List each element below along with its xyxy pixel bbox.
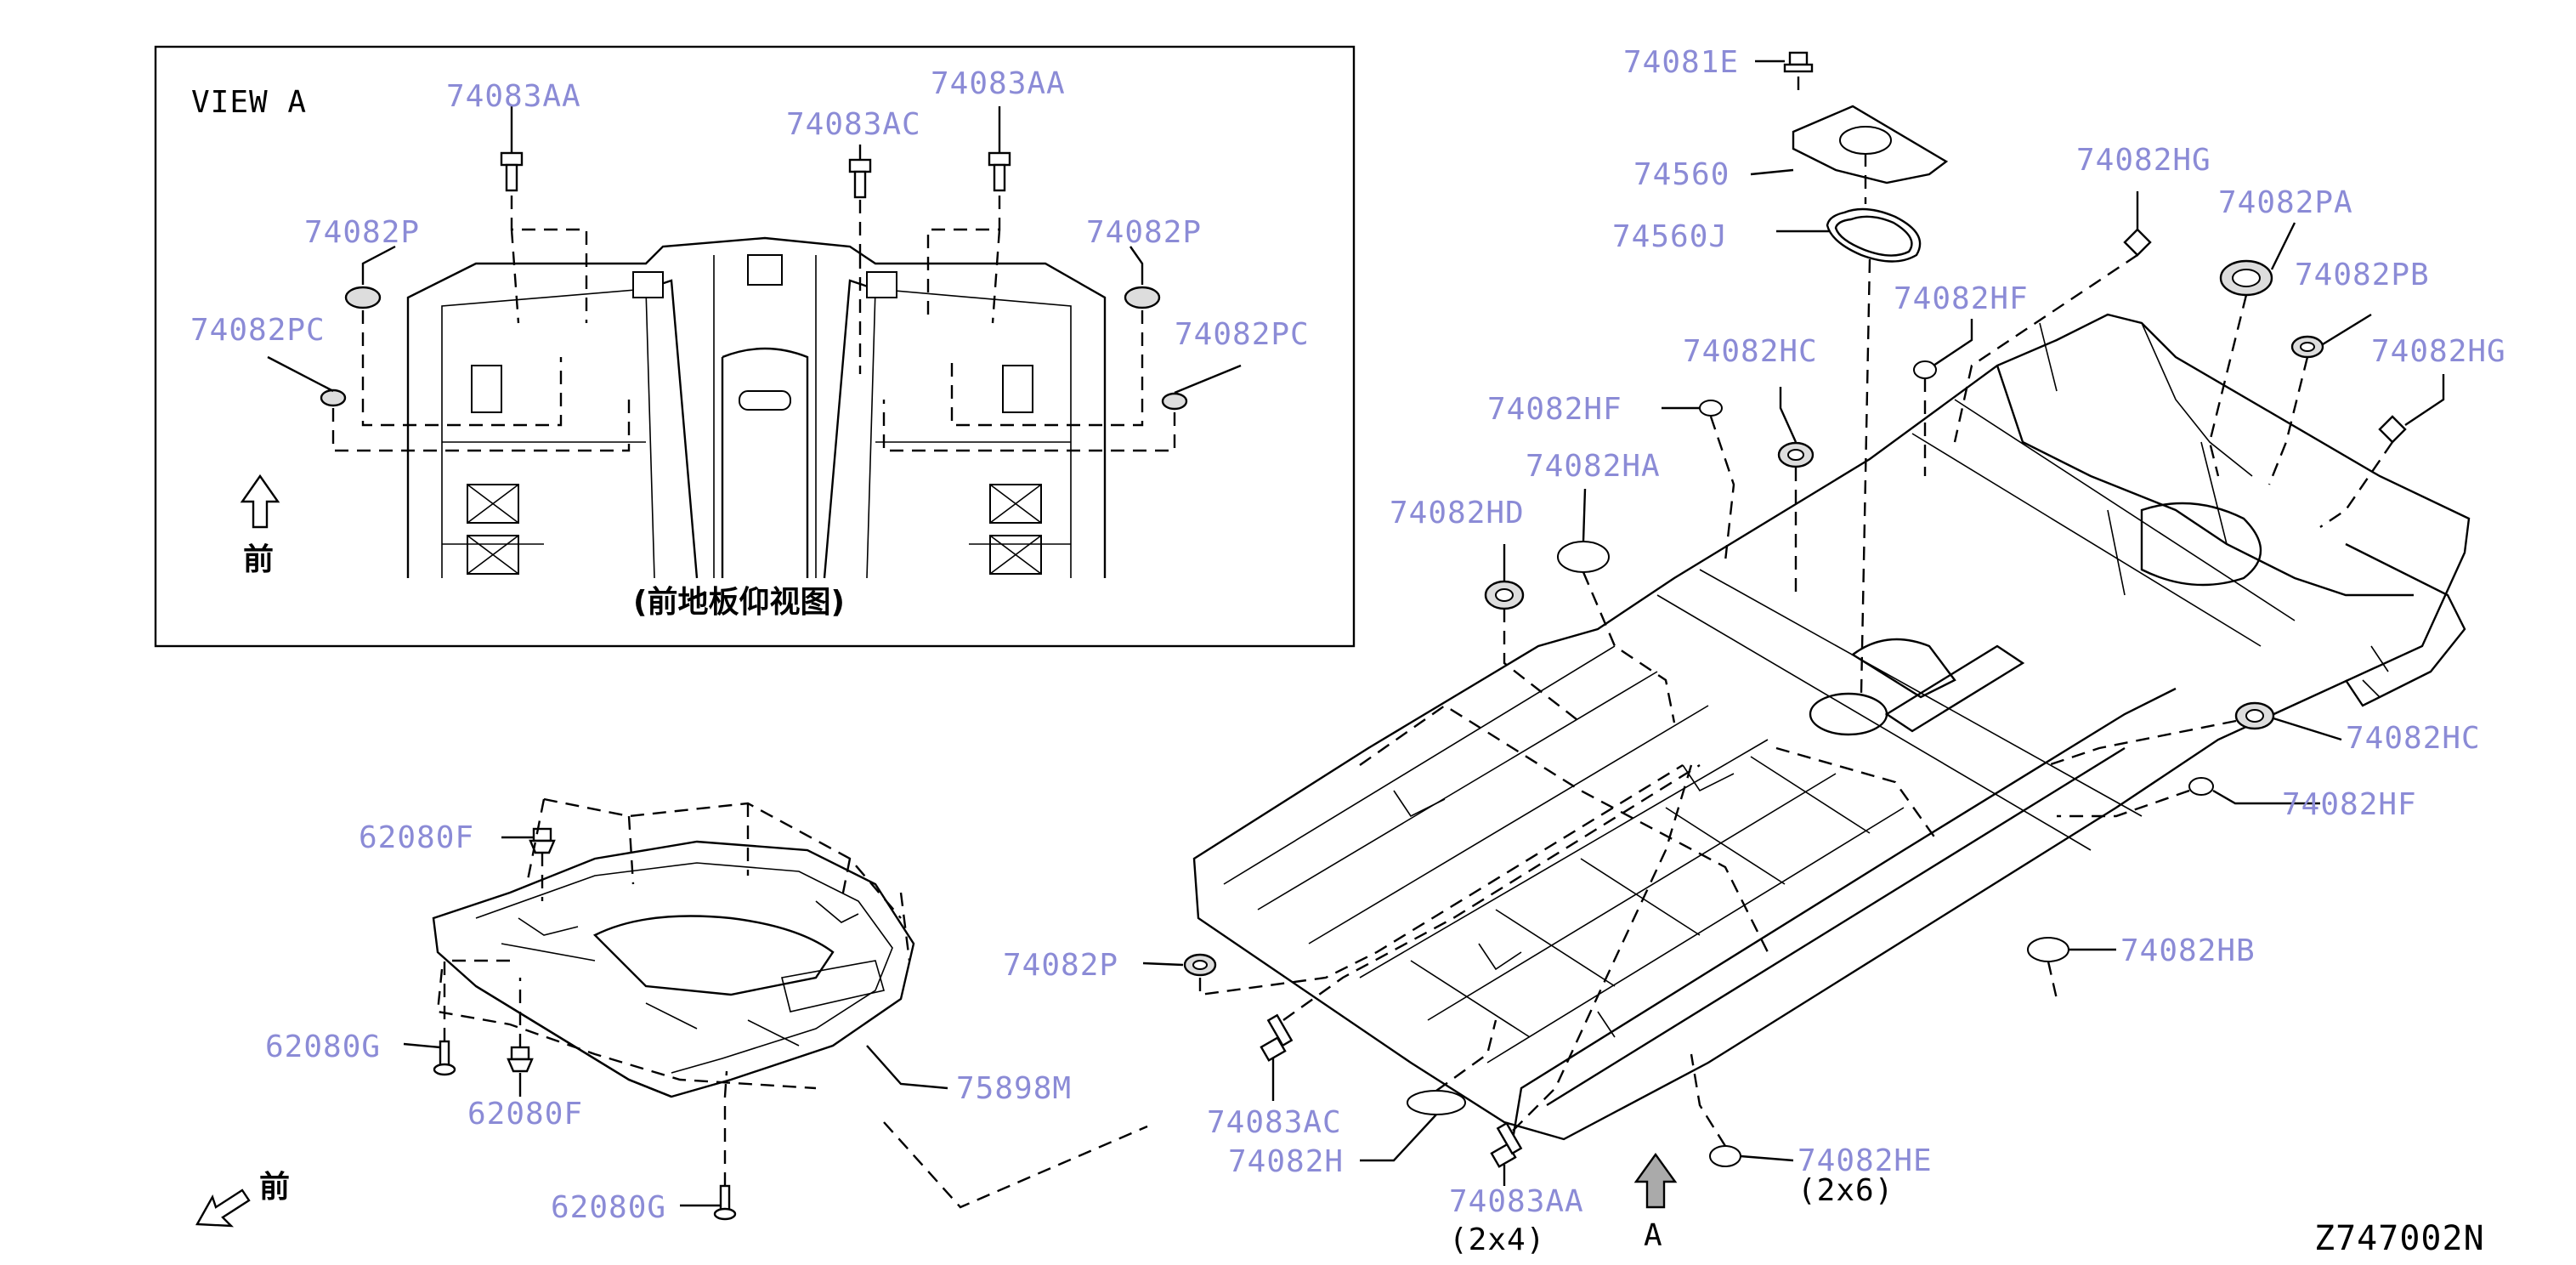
- label-74560: 74560: [1633, 157, 1730, 192]
- seal-74560J-icon: [1826, 207, 1922, 263]
- bolt-74083AC-icon: [1260, 1013, 1294, 1062]
- view-a-label-74083AA-left: 74083AA: [446, 79, 581, 114]
- view-a-label-74083AA-right: 74083AA: [931, 66, 1066, 101]
- label-74560J: 74560J: [1612, 219, 1728, 254]
- label-74082HE: 74082HE: [1798, 1143, 1933, 1178]
- view-a-label-74082PC-right: 74082PC: [1175, 317, 1310, 352]
- floor-panel-assembly: [1192, 313, 2471, 1141]
- cover-leaders: [403, 797, 948, 1207]
- view-a-label-74082PC-left: 74082PC: [190, 313, 326, 348]
- qty-note-2x6: (2x6): [1798, 1173, 1894, 1208]
- view-a-arrow-icon: [1633, 1152, 1678, 1209]
- cover-fasteners: [433, 827, 737, 1221]
- view-a-caption: (前地板仰视图): [633, 585, 845, 620]
- view-a-grommet-left: [344, 286, 382, 309]
- label-74082HA: 74082HA: [1526, 449, 1661, 484]
- label-74082HG-right: 74082HG: [2371, 334, 2506, 369]
- plug-74082HG-top-icon: [2123, 228, 2152, 257]
- label-74083AA: 74083AA: [1449, 1184, 1584, 1219]
- view-arrow-label: A: [1644, 1218, 1663, 1253]
- pin-62080G-bottom-icon: [713, 1184, 737, 1221]
- main-dashed-leaders: [883, 254, 2393, 1209]
- plug-74082HF-left-icon: [1699, 400, 1723, 417]
- label-62080G-bottom: 62080G: [551, 1190, 666, 1225]
- label-62080F-bottom: 62080F: [467, 1097, 583, 1132]
- plug-74082HG-right-icon: [2378, 415, 2407, 444]
- view-a-label-74082P-left: 74082P: [304, 215, 420, 250]
- clip-62080F-bottom-icon: [507, 1046, 534, 1073]
- label-74083AC: 74083AC: [1207, 1105, 1342, 1140]
- cover-front-mark: 前: [259, 1170, 290, 1205]
- view-a-label-74083AC: 74083AC: [786, 107, 921, 142]
- view-a-floor-sketch: [406, 236, 1107, 579]
- main-leaders: [1142, 191, 2445, 1186]
- view-a-front-arrow-icon: [240, 474, 280, 529]
- label-74082H: 74082H: [1228, 1144, 1344, 1179]
- cover-front-arrow-icon: [195, 1188, 251, 1228]
- label-74082HG-top: 74082HG: [2076, 143, 2211, 178]
- qty-note-2x4: (2x4): [1449, 1222, 1545, 1257]
- label-75898M: 75898M: [956, 1071, 1072, 1106]
- view-a-title: VIEW A: [191, 85, 307, 120]
- view-a-bolt-center: [848, 158, 872, 199]
- label-74082P: 74082P: [1003, 948, 1118, 983]
- main-fasteners: [1183, 228, 2407, 1168]
- label-74082PB: 74082PB: [2295, 258, 2430, 292]
- view-a-front-mark: 前: [243, 542, 274, 577]
- diagram-code: Z747002N: [2314, 1219, 2485, 1258]
- label-74082PA: 74082PA: [2218, 185, 2353, 220]
- plug-74082HB-icon: [2027, 937, 2069, 962]
- view-a-plug-right: [1161, 392, 1188, 411]
- bolt-74083AA-icon: [1490, 1121, 1523, 1168]
- strut-cap-group: [1750, 51, 1949, 736]
- pin-62080G-left-icon: [433, 1040, 456, 1076]
- label-62080G-left: 62080G: [265, 1030, 381, 1064]
- view-a-bolt-left: [500, 151, 524, 192]
- under-cover-assembly: [432, 840, 915, 1098]
- label-74082HC-top: 74082HC: [1683, 334, 1818, 369]
- view-a-plug-left: [320, 389, 347, 407]
- view-a-grommet-right: [1124, 286, 1161, 309]
- label-74082HB: 74082HB: [2120, 933, 2256, 968]
- label-74081E: 74081E: [1623, 45, 1739, 80]
- view-a-label-74082P-right: 74082P: [1086, 215, 1202, 250]
- label-74082HF-left: 74082HF: [1487, 392, 1622, 427]
- plug-74082HA-icon: [1557, 541, 1610, 573]
- plug-74082HE-icon: [1709, 1145, 1741, 1167]
- view-a-bolt-right: [988, 151, 1011, 192]
- label-74082HC-right: 74082HC: [2346, 721, 2481, 756]
- label-74082HF-right: 74082HF: [2282, 787, 2417, 822]
- label-74082HF-top: 74082HF: [1894, 281, 2029, 316]
- view-a-inset: VIEW A: [154, 45, 1356, 648]
- clip-74081E-icon: [1788, 51, 1809, 66]
- plug-74082H-icon: [1407, 1090, 1466, 1115]
- view-a-frame: [154, 45, 1356, 648]
- plug-74082HF-top-icon: [1913, 360, 1937, 379]
- plug-74082HF-right-icon: [2188, 777, 2214, 796]
- label-62080F-top: 62080F: [359, 820, 474, 855]
- label-74082HD: 74082HD: [1390, 496, 1525, 530]
